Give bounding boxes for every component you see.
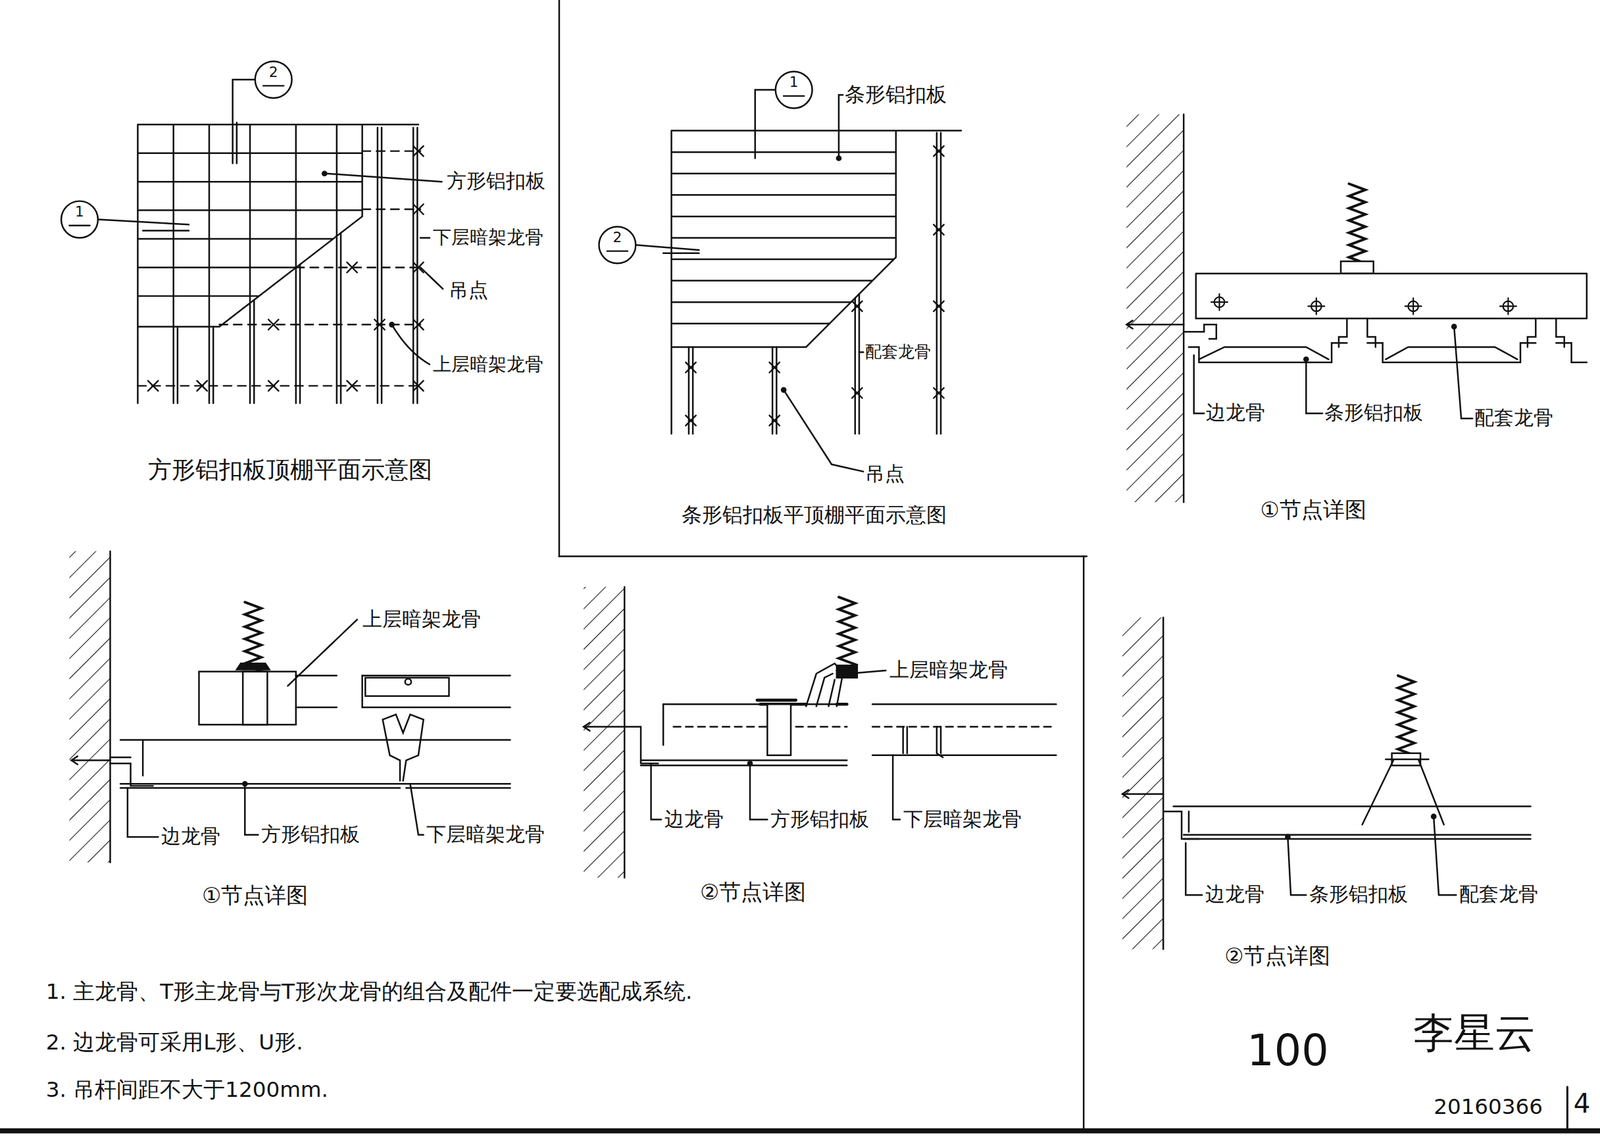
part-label: 条形铝扣板 — [1309, 883, 1408, 906]
part-label: 上层暗架龙骨 — [432, 353, 544, 375]
page-number: 4 — [1573, 1088, 1591, 1120]
drawing-caption: ②节点详图 — [700, 880, 806, 905]
signature: 李星云 — [1413, 1009, 1536, 1056]
callout-number: 1 — [75, 203, 85, 221]
date: 20160366 — [1433, 1094, 1543, 1120]
drawing-caption: 条形铝扣板平顶棚平面示意图 — [681, 503, 947, 527]
part-label: 方形铝扣板 — [261, 823, 360, 847]
part-label: 条形铝扣板 — [1324, 401, 1424, 425]
drawing-caption: 方形铝扣板顶棚平面示意图 — [148, 455, 433, 483]
part-label: 下层暗架龙骨 — [426, 823, 545, 847]
part-label: 方形铝扣板 — [446, 170, 546, 193]
part-label: 边龙骨 — [161, 825, 221, 849]
part-label: 方形铝扣板 — [770, 808, 870, 831]
part-label: 配套龙骨 — [865, 342, 931, 362]
part-label: 边龙骨 — [1205, 401, 1266, 425]
callout-number: 2 — [269, 64, 279, 81]
part-label: 吊点 — [448, 279, 489, 302]
drawing-caption: ①节点详图 — [201, 883, 308, 908]
callout-number: 2 — [612, 229, 622, 247]
note: 3. 吊杆间距不大于1200mm. — [46, 1077, 329, 1102]
part-label: 上层暗架龙骨 — [362, 608, 481, 631]
note: 1. 主龙骨、T形主龙骨与T形次龙骨的组合及配件一定要选配成系统. — [46, 979, 693, 1004]
note: 2. 边龙骨可采用L形、U形. — [46, 1030, 304, 1055]
drawing-caption: ①节点详图 — [1260, 498, 1367, 523]
part-label: 边龙骨 — [664, 808, 724, 831]
drawing-caption: ②节点详图 — [1224, 944, 1331, 969]
callout-number: 1 — [789, 74, 799, 91]
part-label: 配套龙骨 — [1459, 883, 1539, 906]
part-label: 下层暗架龙骨 — [903, 808, 1022, 831]
part-label: 配套龙骨 — [1474, 407, 1554, 430]
part-label: 条形铝扣板 — [844, 82, 947, 107]
part-label: 上层暗架龙骨 — [889, 659, 1008, 682]
score: 100 — [1246, 1026, 1329, 1076]
part-label: 下层暗架龙骨 — [432, 226, 544, 249]
part-label: 边龙骨 — [1205, 883, 1265, 906]
part-label: 吊点 — [865, 463, 905, 486]
